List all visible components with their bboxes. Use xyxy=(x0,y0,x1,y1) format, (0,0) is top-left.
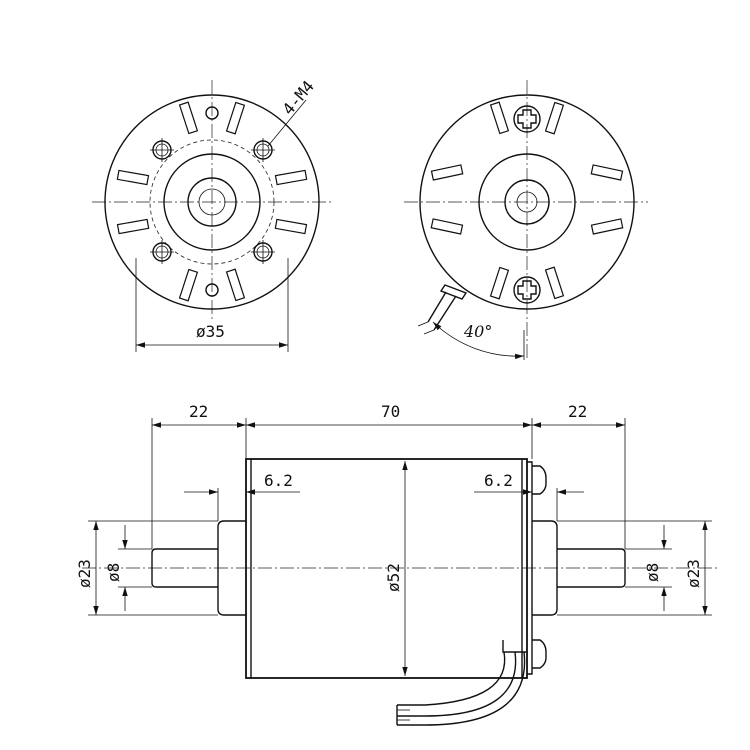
dim-body-length: 70 xyxy=(381,402,400,421)
dim-left-offset: 6.2 xyxy=(264,471,293,490)
mounting-hole xyxy=(251,138,275,162)
vent-slots xyxy=(116,101,308,302)
lead-wire-exit xyxy=(417,284,468,335)
motor-body xyxy=(245,458,528,679)
angle-40-label: 40° xyxy=(463,322,492,341)
dim-right-shaft-diameter: ø8 xyxy=(643,563,662,582)
lead-wires xyxy=(396,640,527,726)
screw-head-top xyxy=(532,465,547,495)
dim-left-shaft-length: 22 xyxy=(189,402,208,421)
mounting-hole xyxy=(150,240,174,264)
left-end-view: 4-M4 ø35 xyxy=(92,77,332,352)
small-hole xyxy=(205,106,219,120)
left-boss xyxy=(217,520,246,616)
thread-leader xyxy=(267,99,307,147)
small-hole xyxy=(205,283,219,297)
diameter-35-label: ø35 xyxy=(196,322,225,341)
right-end-view: 40° xyxy=(404,80,648,360)
screw-head xyxy=(513,276,541,304)
vent-slots xyxy=(430,101,624,300)
dim-left-boss-diameter: ø23 xyxy=(75,559,94,588)
dim-right-boss-diameter: ø23 xyxy=(684,559,703,588)
right-shaft xyxy=(557,548,626,588)
dim-left-shaft-diameter: ø8 xyxy=(104,563,123,582)
dim-right-offset: 6.2 xyxy=(484,471,513,490)
dim-right-shaft-length: 22 xyxy=(568,402,587,421)
thread-callout: 4-M4 xyxy=(279,77,318,119)
screw-head-bottom xyxy=(532,639,547,669)
right-boss xyxy=(532,520,558,616)
screw-head xyxy=(513,105,541,133)
dim-body-diameter: ø52 xyxy=(384,563,403,592)
mounting-hole xyxy=(251,240,275,264)
left-shaft xyxy=(151,548,218,588)
side-view: 22 70 22 6.2 6.2 ø52 ø23 ø8 ø8 ø23 xyxy=(75,402,720,726)
mounting-hole xyxy=(150,138,174,162)
